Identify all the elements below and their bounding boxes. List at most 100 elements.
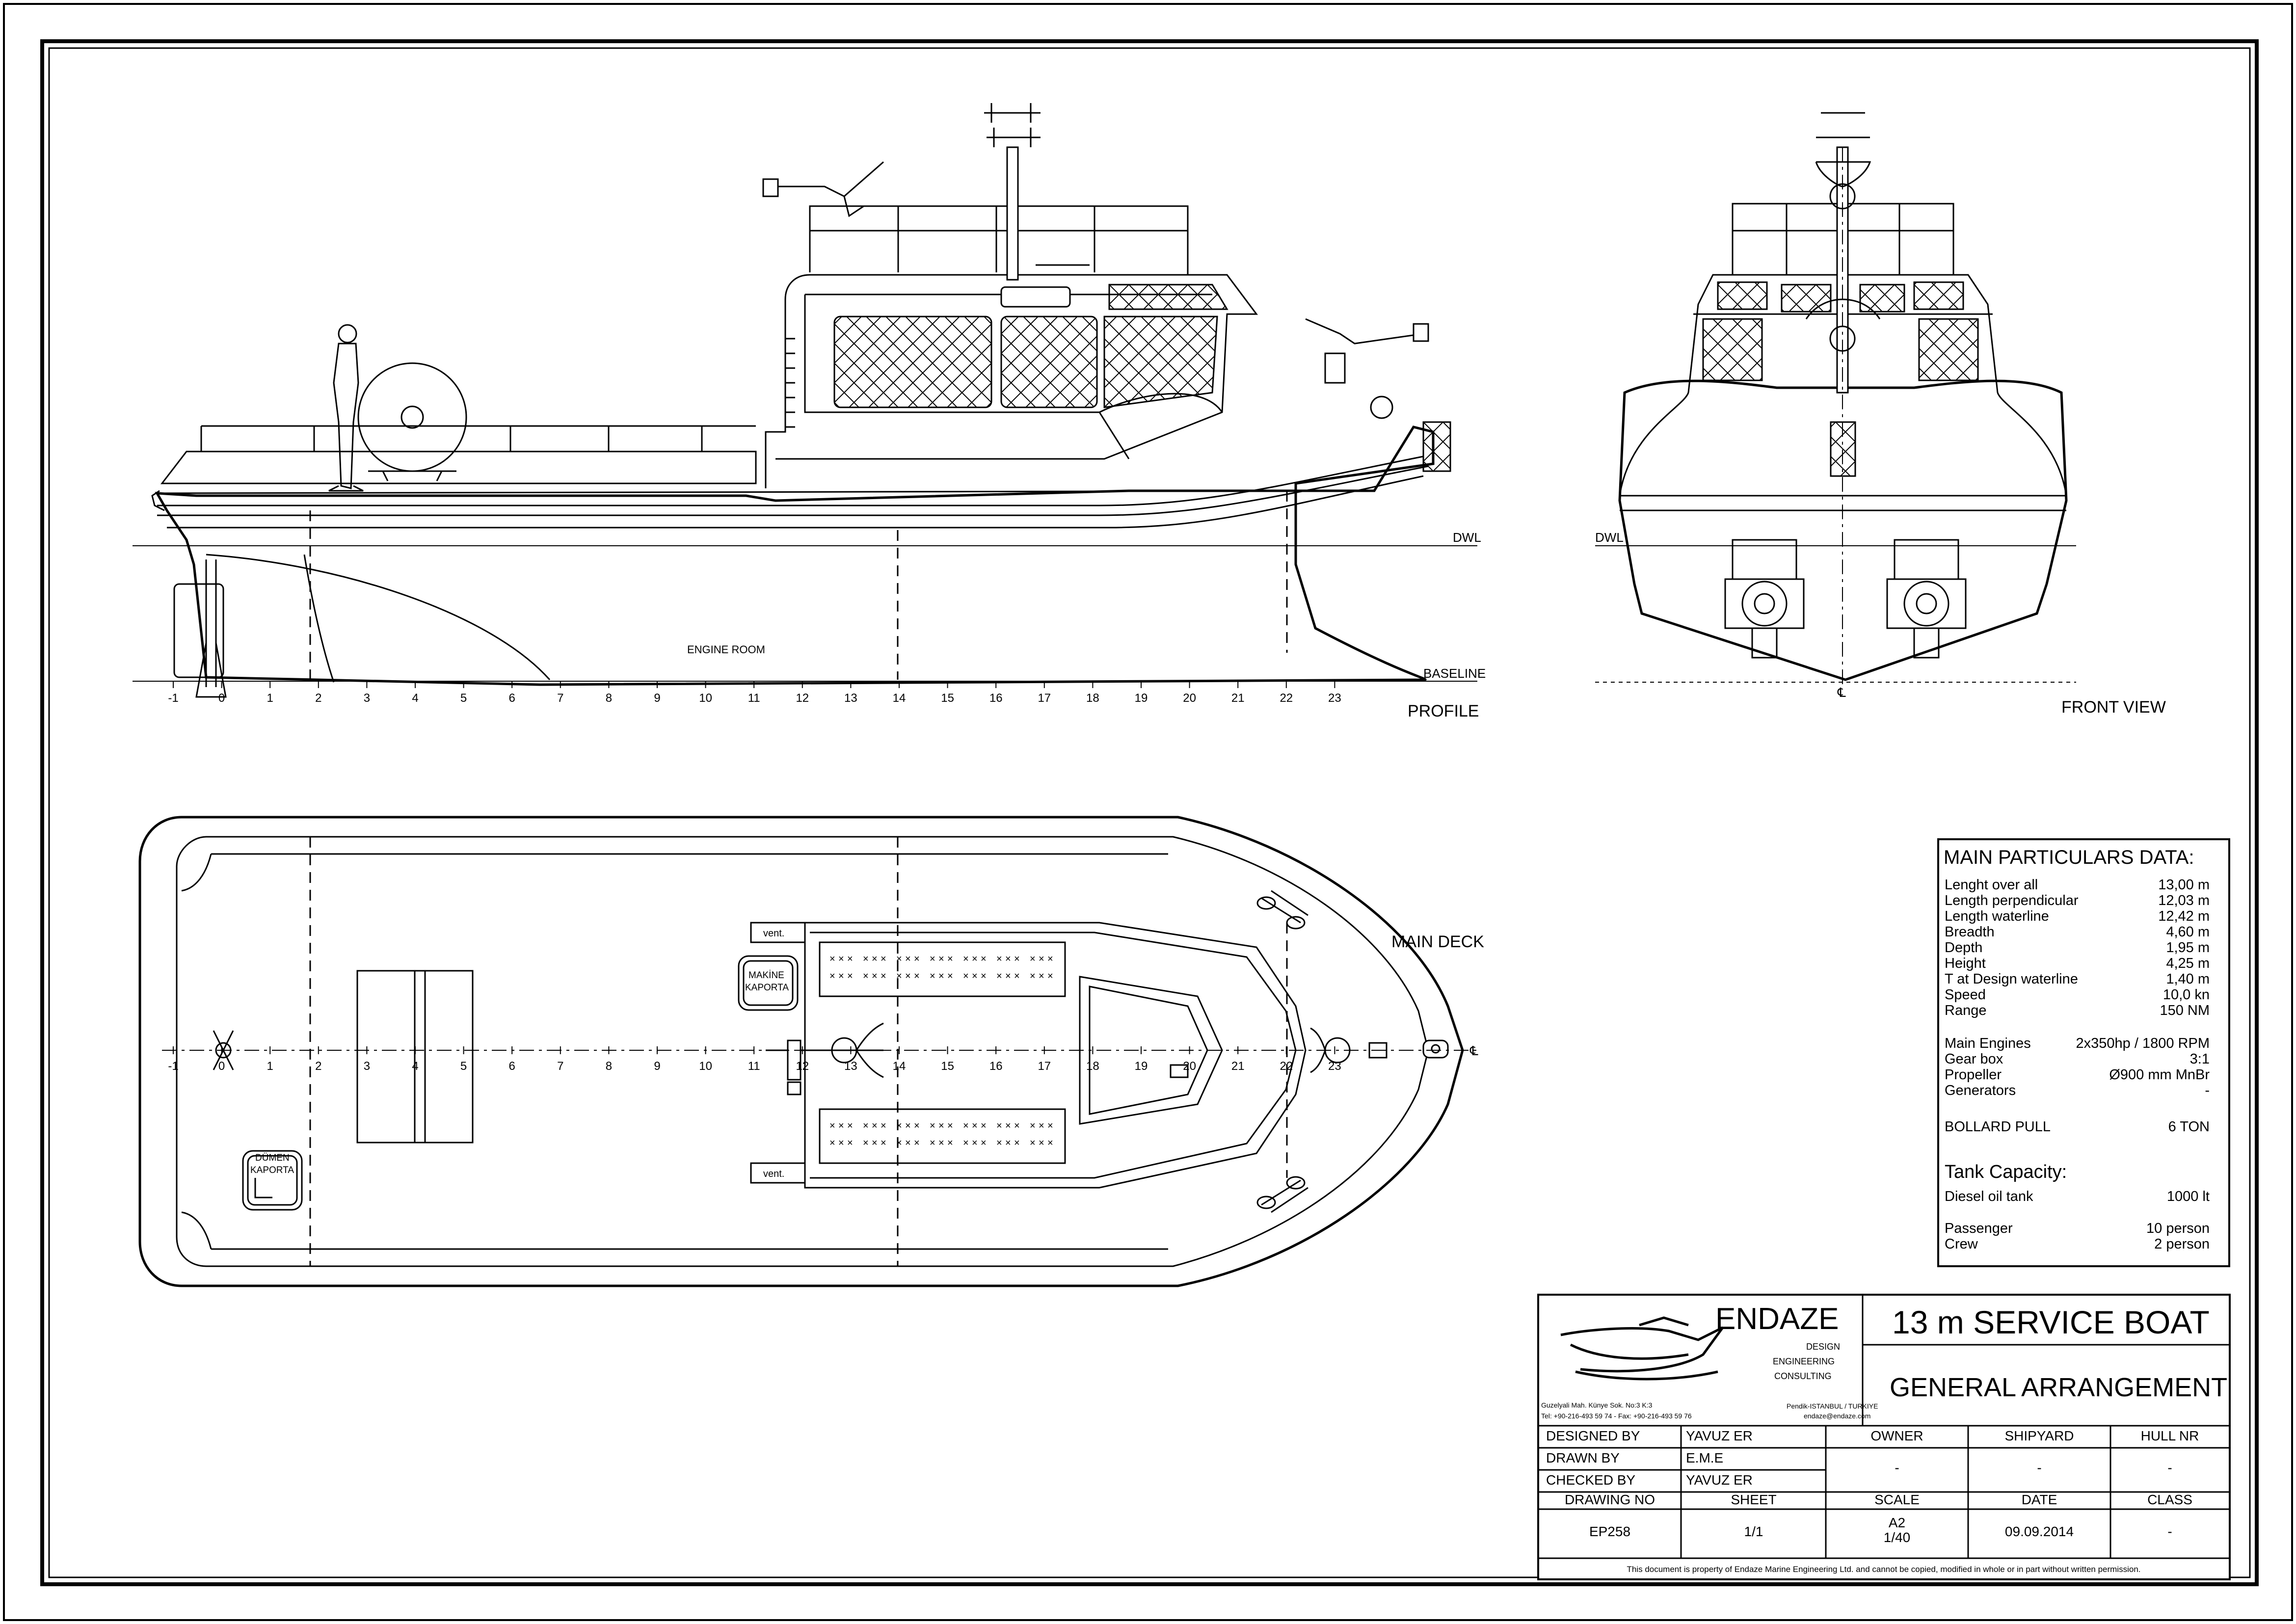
profile-dwl-label: DWL bbox=[1453, 530, 1481, 545]
makine-kaporta-label-2: KAPORTA bbox=[745, 983, 789, 993]
particular-value: 1,95 m bbox=[2166, 940, 2210, 956]
profile-wheelhouse bbox=[765, 274, 1258, 488]
deck-frame-number: 19 bbox=[1135, 1060, 1148, 1073]
profile-frame-number: 20 bbox=[1183, 692, 1196, 705]
vent-top bbox=[750, 922, 806, 943]
particular-label: Breadth bbox=[1945, 924, 1995, 940]
profile-frame-number: 3 bbox=[364, 692, 370, 705]
deck-frame-number: 16 bbox=[989, 1060, 1003, 1073]
particulars-title: MAIN PARTICULARS DATA: bbox=[1944, 847, 2194, 868]
seat-mark: × bbox=[847, 1138, 853, 1148]
machinery-value: 3:1 bbox=[2190, 1051, 2210, 1067]
deck-frame-number: 22 bbox=[1280, 1060, 1293, 1073]
seat-mark: × bbox=[1047, 971, 1053, 982]
passenger-seats: ××××××××××××××××××××××××××××××××××××××××… bbox=[829, 954, 1053, 1148]
profile-frame-number: 18 bbox=[1086, 692, 1099, 705]
profile-baseline-label: BASELINE bbox=[1423, 666, 1486, 681]
machinery-value: 2x350hp / 1800 RPM bbox=[2076, 1036, 2210, 1051]
particular-value: 12,03 m bbox=[2158, 893, 2210, 908]
seat-mark: × bbox=[996, 954, 1002, 964]
profile-frame-number: 14 bbox=[893, 692, 906, 705]
shipyard-value: - bbox=[2037, 1460, 2041, 1475]
profile-frame-number: 8 bbox=[606, 692, 612, 705]
machinery-label: Propeller bbox=[1945, 1067, 2002, 1083]
makine-kaporta-hatch bbox=[738, 955, 799, 1011]
seat-mark: × bbox=[1014, 971, 1020, 982]
front-dwl-label: DWL bbox=[1595, 530, 1624, 545]
seat-mark: × bbox=[1005, 1138, 1011, 1148]
seat-mark: × bbox=[896, 1138, 902, 1148]
checked-by-value: YAVUZ ER bbox=[1686, 1472, 1753, 1488]
seat-mark: × bbox=[838, 1120, 844, 1131]
seat-mark: × bbox=[1047, 1138, 1053, 1148]
main-deck-title: MAIN DECK bbox=[1391, 932, 1484, 951]
sheet-value: 1/1 bbox=[1744, 1524, 1763, 1539]
profile-frame-number: 16 bbox=[989, 692, 1003, 705]
seat-mark: × bbox=[1039, 1120, 1044, 1131]
complement-label: Passenger bbox=[1945, 1221, 2013, 1236]
deck-frame-number: 17 bbox=[1038, 1060, 1051, 1073]
vent-bottom-label: vent. bbox=[763, 1169, 784, 1179]
seat-mark: × bbox=[838, 1138, 844, 1148]
seat-mark: × bbox=[863, 971, 869, 982]
designed-by-label: DESIGNED BY bbox=[1546, 1428, 1640, 1443]
seat-mark: × bbox=[872, 1120, 878, 1131]
seat-mark: × bbox=[863, 1120, 869, 1131]
shipyard-label: SHIPYARD bbox=[2004, 1428, 2074, 1443]
deck-centerline-mark: ℄ bbox=[1469, 1043, 1478, 1058]
scale-value-1: A2 bbox=[1889, 1515, 1905, 1530]
company-tagline-1: DESIGN bbox=[1806, 1342, 1840, 1352]
profile-frame-number: 1 bbox=[267, 692, 273, 705]
seat-mark: × bbox=[872, 971, 878, 982]
particular-label: Range bbox=[1945, 1003, 1986, 1018]
tank-label: Diesel oil tank bbox=[1945, 1189, 2033, 1204]
profile-frame-number: 11 bbox=[748, 692, 760, 705]
deck-frame-number: -1 bbox=[168, 1060, 178, 1073]
port-engine bbox=[1724, 539, 1805, 659]
deck-frame-number: 1 bbox=[267, 1060, 273, 1073]
seat-mark: × bbox=[996, 971, 1002, 982]
profile-frame-number: 6 bbox=[509, 692, 515, 705]
company-name: ENDAZE bbox=[1715, 1302, 1839, 1336]
starboard-engine bbox=[1886, 539, 1967, 659]
outer-border bbox=[3, 3, 2293, 1621]
seat-mark: × bbox=[847, 1120, 853, 1131]
company-city: Pendik-ISTANBUL / TURKIYE bbox=[1787, 1402, 1878, 1410]
deck-frame-number: 15 bbox=[941, 1060, 954, 1073]
seat-mark: × bbox=[896, 1120, 902, 1131]
seat-mark: × bbox=[905, 1138, 911, 1148]
seat-mark: × bbox=[938, 1138, 944, 1148]
designed-by-value: YAVUZ ER bbox=[1686, 1428, 1753, 1443]
seat-mark: × bbox=[930, 1120, 935, 1131]
deck-frame-number: 6 bbox=[509, 1060, 515, 1073]
seat-mark: × bbox=[838, 971, 844, 982]
class-value: - bbox=[2167, 1524, 2172, 1539]
profile-frame-number: -1 bbox=[168, 692, 178, 705]
seat-mark: × bbox=[914, 1120, 920, 1131]
seat-mark: × bbox=[972, 1138, 978, 1148]
seat-mark: × bbox=[1047, 1120, 1053, 1131]
drawn-by-label: DRAWN BY bbox=[1546, 1450, 1620, 1465]
particular-value: 13,00 m bbox=[2158, 877, 2210, 893]
particular-value: 4,60 m bbox=[2166, 924, 2210, 940]
profile-frame-number: 13 bbox=[844, 692, 857, 705]
seat-mark: × bbox=[1047, 954, 1053, 964]
drawing-title: GENERAL ARRANGEMENT bbox=[1890, 1373, 2227, 1402]
seat-mark: × bbox=[972, 971, 978, 982]
seat-mark: × bbox=[981, 971, 987, 982]
sheet-label: SHEET bbox=[1731, 1492, 1776, 1507]
deck-frame-number: 13 bbox=[844, 1060, 857, 1073]
deck-frame-number: 9 bbox=[654, 1060, 660, 1073]
owner-label: OWNER bbox=[1870, 1428, 1923, 1443]
seat-mark: × bbox=[1030, 971, 1036, 982]
seat-mark: × bbox=[996, 1138, 1002, 1148]
seat-mark: × bbox=[1005, 971, 1011, 982]
deck-frame-number: 12 bbox=[796, 1060, 809, 1073]
company-address-1: Guzelyali Mah. Künye Sok. No:3 K:3 bbox=[1541, 1401, 1653, 1409]
deck-frame-number: 0 bbox=[218, 1060, 225, 1073]
profile-frame-number: 7 bbox=[557, 692, 563, 705]
seat-mark: × bbox=[896, 971, 902, 982]
seat-mark: × bbox=[829, 1138, 835, 1148]
